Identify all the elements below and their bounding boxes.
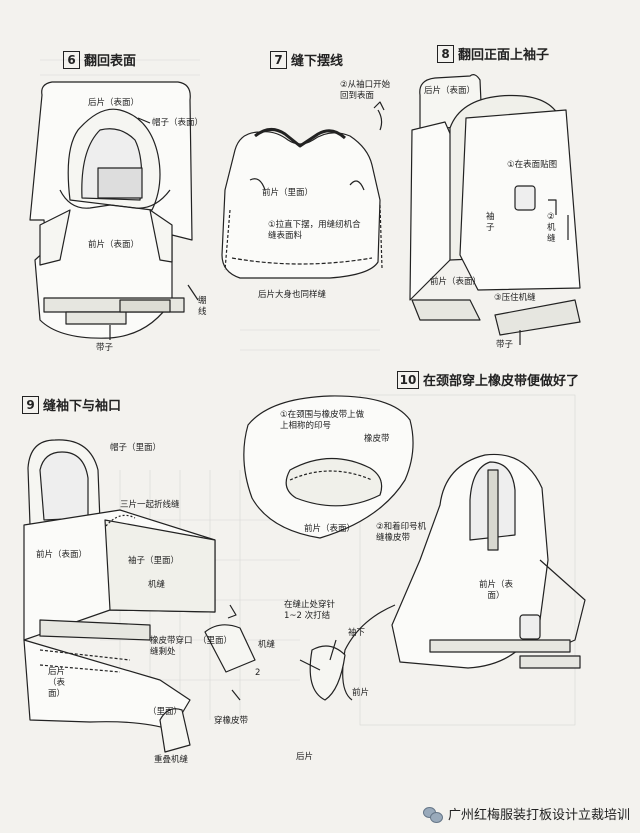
s8-applique-label: ①在表面贴图: [507, 160, 558, 170]
wechat-icon: [422, 806, 443, 823]
s10-back-label: 后片: [296, 752, 314, 762]
step9-title: 9 缝袖下与袖口: [22, 395, 121, 414]
step7-drawing: [221, 101, 385, 279]
s9-thread-label: 穿橡皮带: [214, 716, 249, 726]
step8-label: 翻回正面上袖子: [458, 48, 550, 63]
s7-backsame-label: 后片大身也同样缝: [258, 290, 327, 300]
s6-hood-label: 帽子（表面）: [152, 118, 204, 128]
step9-drawing: [23, 439, 256, 753]
s8-strap-label: 带子: [496, 340, 514, 350]
s8-front-label: 前片（表面）: [430, 277, 482, 287]
s9-inside-label: （里面）: [148, 707, 183, 717]
step8-drawing: [409, 74, 581, 345]
s6-baste-label: 绷线: [198, 296, 207, 317]
watermark: 广州红梅服装打板设计立裁培训: [422, 804, 630, 823]
step9-label: 缝袖下与袖口: [43, 399, 122, 414]
step6-label: 翻回表面: [84, 54, 137, 69]
s6-strap-label: 带子: [96, 343, 114, 353]
step9-number: 9: [22, 395, 39, 414]
s10-mark-label: ①在颈围与橡皮带上做上相称的印号: [280, 410, 365, 431]
s9-threefold-label: 三片一起折线缝: [120, 500, 180, 510]
step10-number: 10: [397, 370, 419, 389]
step7-title: 7 缝下摆线: [270, 50, 343, 69]
s10-stop-label: 在缝止处穿针 1~2 次打结: [284, 600, 336, 621]
step6-title: 6 翻回表面: [63, 50, 136, 69]
s10-front-face-label: 前片（表面）: [304, 524, 356, 534]
s6-back-label: 后片（表面）: [88, 98, 140, 108]
s7-front-label: 前片（里面）: [262, 188, 314, 198]
s8-side-label: ②机缝: [547, 212, 556, 244]
s9-elastic-out-label: 橡皮带穿口缝剩处: [150, 636, 193, 657]
s9-machine-label: 机缝: [148, 580, 166, 590]
s9-overlap-label: 重叠机缝: [154, 755, 189, 765]
step7-label: 缝下摆线: [291, 54, 344, 69]
s9-machine2-label: 机缝: [258, 640, 276, 650]
s7-cuff-label: ②从袖口开始回到表面: [340, 80, 391, 101]
step10-label: 在颈部穿上橡皮带便做好了: [423, 374, 580, 389]
s10-sewmark-label: ②和着印号机缝橡皮带: [376, 522, 427, 543]
s9-sleeve-label: 袖子（里面）: [128, 556, 180, 566]
step7-number: 7: [270, 50, 287, 69]
s10-front-big-label: 前片（表面）: [478, 580, 513, 601]
s9-num2-label: 2: [255, 668, 261, 678]
s8-sleeve-label: 袖子: [486, 212, 495, 233]
step8-title: 8 翻回正面上袖子: [437, 44, 549, 63]
step8-number: 8: [437, 44, 454, 63]
step6-drawing: [29, 81, 199, 340]
s10-front-label: 前片: [352, 688, 370, 698]
s7-pull-label: ①拉直下摆，用缝纫机合缝表面料: [268, 220, 361, 241]
s6-front-label: 前片（表面）: [88, 240, 140, 250]
s8-press-label: ③压住机缝: [494, 293, 536, 303]
s8-back-label: 后片（表面）: [424, 86, 476, 96]
s9-hood-label: 帽子（里面）: [110, 443, 162, 453]
s10-elastic-label: 橡皮带: [364, 434, 390, 444]
s9-inner-label: （里面）: [198, 636, 233, 646]
s9-back-label: 后片（表面）: [48, 667, 66, 699]
step6-number: 6: [63, 50, 80, 69]
step10-drawing: [243, 395, 586, 701]
step10-title: 10 在颈部穿上橡皮带便做好了: [397, 370, 579, 389]
watermark-text: 广州红梅服装打板设计立裁培训: [447, 808, 630, 823]
s10-under-label: 袖下: [348, 628, 366, 638]
s9-front-label: 前片（表面）: [36, 550, 88, 560]
